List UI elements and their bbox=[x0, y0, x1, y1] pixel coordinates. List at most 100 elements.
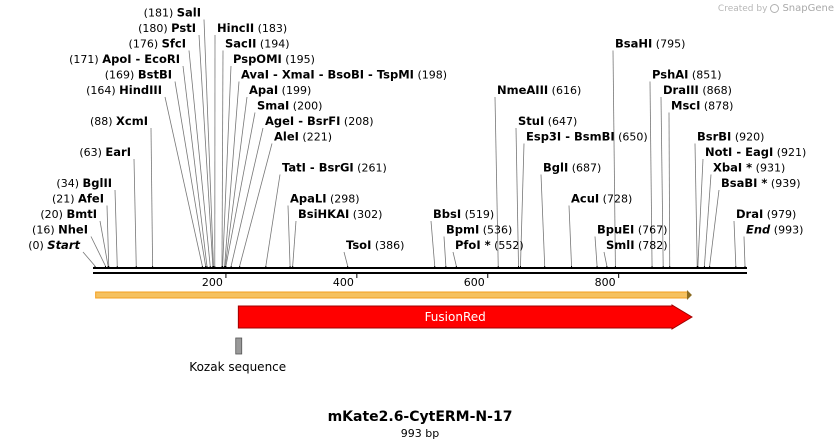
site-leader bbox=[292, 220, 297, 267]
site-label: (63) EarI bbox=[79, 145, 131, 159]
site-label: (171) ApoI - EcoRI bbox=[69, 52, 180, 66]
snapgene-brand: Created by SnapGene bbox=[718, 3, 834, 14]
site-leader bbox=[697, 158, 704, 267]
site-leader bbox=[494, 96, 499, 267]
map-title: mKate2.6-CytERM-N-17 bbox=[328, 409, 513, 425]
site-label: BsiHKAI (302) bbox=[298, 207, 382, 221]
site-label: BglI (687) bbox=[543, 161, 601, 175]
site-leader bbox=[694, 143, 698, 267]
site-leader bbox=[222, 65, 232, 267]
site-leader bbox=[150, 127, 154, 267]
site-leader bbox=[594, 236, 598, 267]
site-label: (164) HindIII bbox=[86, 83, 162, 97]
site-leader bbox=[668, 112, 671, 267]
site-leader bbox=[612, 50, 616, 267]
site-label: (181) SalI bbox=[144, 6, 201, 20]
site-leader bbox=[182, 65, 208, 267]
site-leader-lines bbox=[82, 19, 746, 268]
site-label: SmlI (782) bbox=[606, 238, 668, 252]
site-label: PfoI * (552) bbox=[455, 238, 524, 252]
kozak-label: Kozak sequence bbox=[189, 360, 286, 374]
site-leader bbox=[649, 81, 653, 267]
site-leader bbox=[343, 251, 349, 267]
site-leader bbox=[239, 143, 273, 267]
site-leader bbox=[203, 19, 214, 267]
site-leader bbox=[188, 50, 211, 267]
site-label: TsoI (386) bbox=[346, 238, 404, 252]
site-leader bbox=[540, 174, 546, 267]
site-leader bbox=[114, 189, 118, 267]
site-label: (21) AfeI bbox=[52, 192, 104, 206]
site-label: HincII (183) bbox=[217, 21, 287, 35]
site-label: (88) XcmI bbox=[90, 114, 148, 128]
site-label: (0) Start bbox=[28, 238, 80, 252]
site-leader bbox=[90, 236, 106, 267]
kozak-box bbox=[235, 337, 243, 355]
site-label: SmaI (200) bbox=[257, 99, 322, 113]
orf-arrowhead bbox=[686, 290, 692, 300]
site-leader bbox=[133, 158, 137, 267]
site-label: NotI - EagI (921) bbox=[705, 145, 806, 159]
site-leader bbox=[99, 220, 109, 267]
site-label: (20) BmtI bbox=[40, 207, 97, 221]
site-label: XbaI * (931) bbox=[713, 161, 785, 175]
site-leader bbox=[603, 251, 608, 267]
site-leader bbox=[224, 96, 248, 267]
site-label: End (993) bbox=[746, 223, 803, 237]
fusionred-label: FusionRed bbox=[425, 310, 486, 324]
tick-label: 200 bbox=[202, 276, 223, 289]
site-label: PspOMI (195) bbox=[233, 52, 315, 66]
site-label: BsaBI * (939) bbox=[721, 176, 801, 190]
site-labels: (0) Start(16) NheI (20) BmtI(21) AfeI (34)… bbox=[28, 6, 806, 253]
site-label: (176) SfcI bbox=[129, 37, 186, 51]
site-label: MscI (878) bbox=[671, 99, 733, 113]
site-leader bbox=[225, 112, 256, 267]
dna-backbone bbox=[93, 267, 747, 274]
site-label: NmeAIII (616) bbox=[497, 83, 581, 97]
site-label: ApaLI (298) bbox=[290, 192, 360, 206]
site-label: DraIII (868) bbox=[663, 83, 732, 97]
site-leader bbox=[198, 34, 214, 267]
site-label: AcuI (728) bbox=[571, 192, 632, 206]
site-leader bbox=[660, 96, 664, 267]
site-leader bbox=[287, 205, 291, 267]
map-length: 993 bp bbox=[401, 427, 439, 440]
site-label: SacII (194) bbox=[225, 37, 290, 51]
site-label: BpuEI (767) bbox=[597, 223, 667, 237]
site-label: BbsI (519) bbox=[433, 207, 494, 221]
site-label: (34) BglII bbox=[56, 176, 112, 190]
site-leader bbox=[515, 127, 519, 267]
site-leader bbox=[106, 205, 110, 267]
snapgene-logo-icon bbox=[770, 4, 780, 13]
site-label: StuI (647) bbox=[518, 114, 577, 128]
site-leader bbox=[164, 96, 203, 267]
site-label: PshAI (851) bbox=[652, 68, 722, 82]
site-leader bbox=[430, 220, 436, 267]
site-leader bbox=[704, 174, 712, 267]
site-leader bbox=[174, 81, 207, 267]
site-label: AleI (221) bbox=[274, 130, 332, 144]
tick-label: 800 bbox=[595, 276, 616, 289]
fusionred-arrow bbox=[237, 304, 693, 330]
site-leader bbox=[224, 81, 240, 267]
site-label: ApaI (199) bbox=[249, 83, 311, 97]
brand-prefix: Created by bbox=[717, 3, 768, 14]
site-leader bbox=[265, 174, 281, 267]
site-leader bbox=[709, 189, 720, 267]
site-leader bbox=[743, 236, 746, 267]
site-label: DraI (979) bbox=[736, 207, 796, 221]
site-leader bbox=[452, 251, 457, 267]
site-label: (180) PstI bbox=[138, 21, 196, 35]
site-label: BsrBI (920) bbox=[697, 130, 764, 144]
site-leader bbox=[568, 205, 572, 267]
site-leader bbox=[443, 236, 447, 267]
site-label: (16) NheI bbox=[32, 223, 88, 237]
site-label: (169) BstBI bbox=[105, 68, 172, 82]
site-label: AgeI - BsrFI (208) bbox=[265, 114, 374, 128]
site-label: TatI - BsrGI (261) bbox=[282, 161, 387, 175]
site-leader bbox=[230, 127, 264, 267]
